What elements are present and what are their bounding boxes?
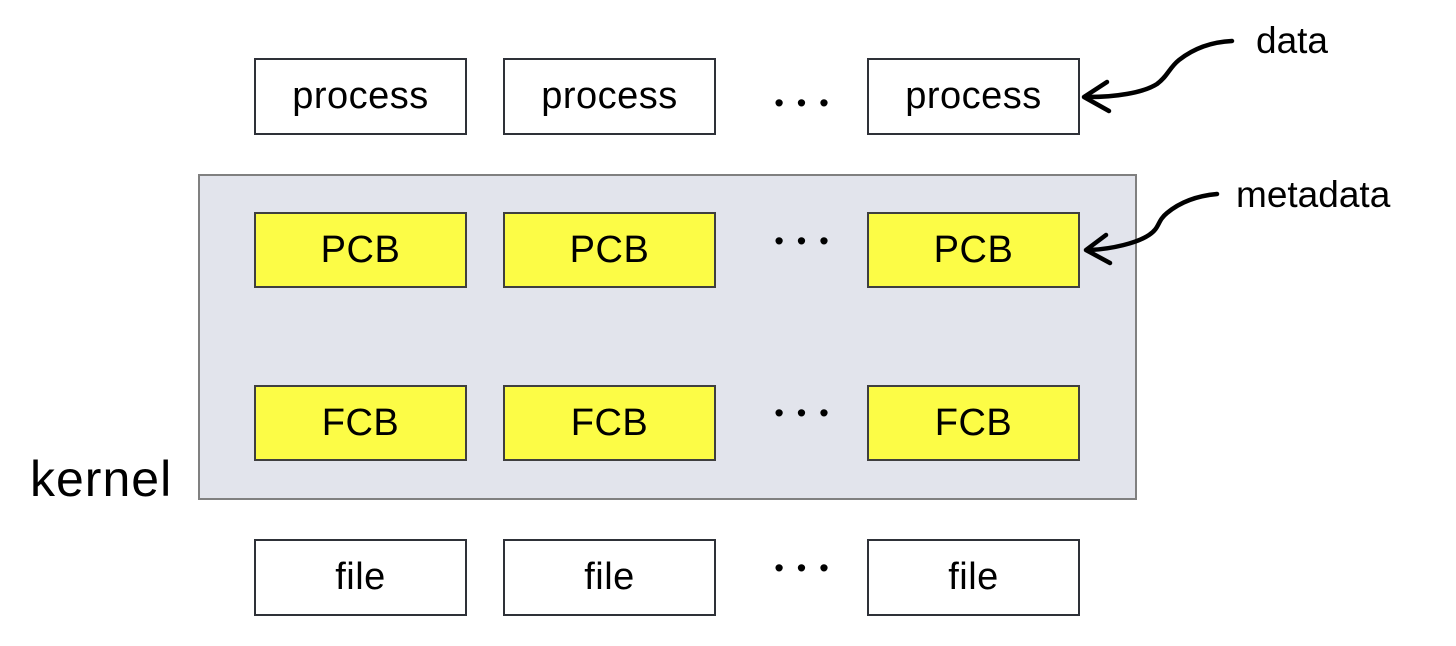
- file-box-2: file: [503, 539, 716, 616]
- fcb-box-2: FCB: [503, 385, 716, 461]
- file-box-3: file: [867, 539, 1080, 616]
- fcb-box-1: FCB: [254, 385, 467, 461]
- process-box-1: process: [254, 58, 467, 135]
- fcb-box-3: FCB: [867, 385, 1080, 461]
- data-arrow-curve: [1085, 38, 1235, 100]
- process-box-2: process: [503, 58, 716, 135]
- data-arrowhead: [1081, 79, 1112, 114]
- pcb-box-1: PCB: [254, 212, 467, 288]
- data-arrow: [1081, 38, 1235, 114]
- process-row-ellipsis: •••: [774, 88, 842, 118]
- metadata-label: metadata: [1236, 174, 1391, 215]
- process-box-3: process: [867, 58, 1080, 135]
- file-box-1: file: [254, 539, 467, 616]
- data-label: data: [1256, 20, 1329, 61]
- pcb-row-ellipsis: •••: [774, 226, 842, 256]
- file-row-ellipsis: •••: [774, 553, 842, 583]
- fcb-row-ellipsis: •••: [774, 398, 842, 428]
- kernel-label: kernel: [30, 451, 173, 507]
- pcb-box-2: PCB: [503, 212, 716, 288]
- pcb-box-3: PCB: [867, 212, 1080, 288]
